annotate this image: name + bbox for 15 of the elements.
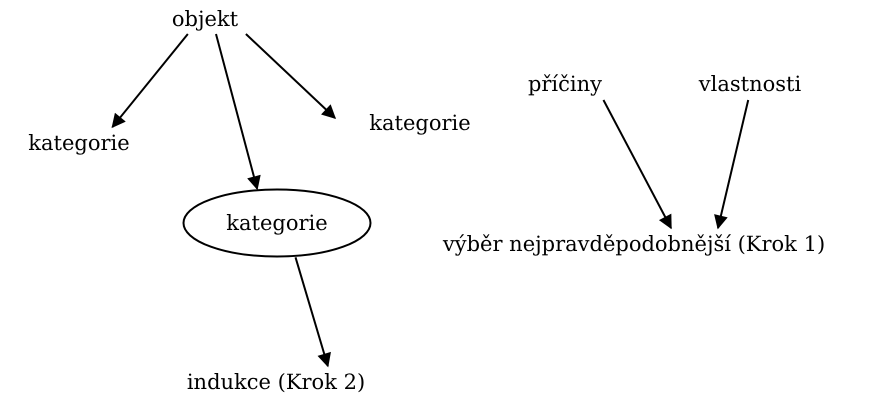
arrow: [245, 33, 336, 119]
node-label: indukce (Krok 2): [186, 370, 366, 394]
node-label: kategorie: [369, 111, 471, 135]
node-label: výběr nejpravděpodobnější (Krok 1): [442, 232, 826, 256]
arrow: [602, 100, 672, 230]
arrow: [714, 100, 750, 230]
node-label: objekt: [172, 7, 238, 31]
node-label: kategorie: [28, 131, 130, 155]
node-label: kategorie: [226, 211, 328, 235]
node-label: vlastnosti: [698, 72, 802, 96]
arrow: [215, 34, 261, 190]
arrow: [294, 257, 331, 368]
arrow: [112, 33, 189, 128]
ellipse-node: [182, 188, 372, 258]
node-label: příčiny: [528, 72, 602, 96]
